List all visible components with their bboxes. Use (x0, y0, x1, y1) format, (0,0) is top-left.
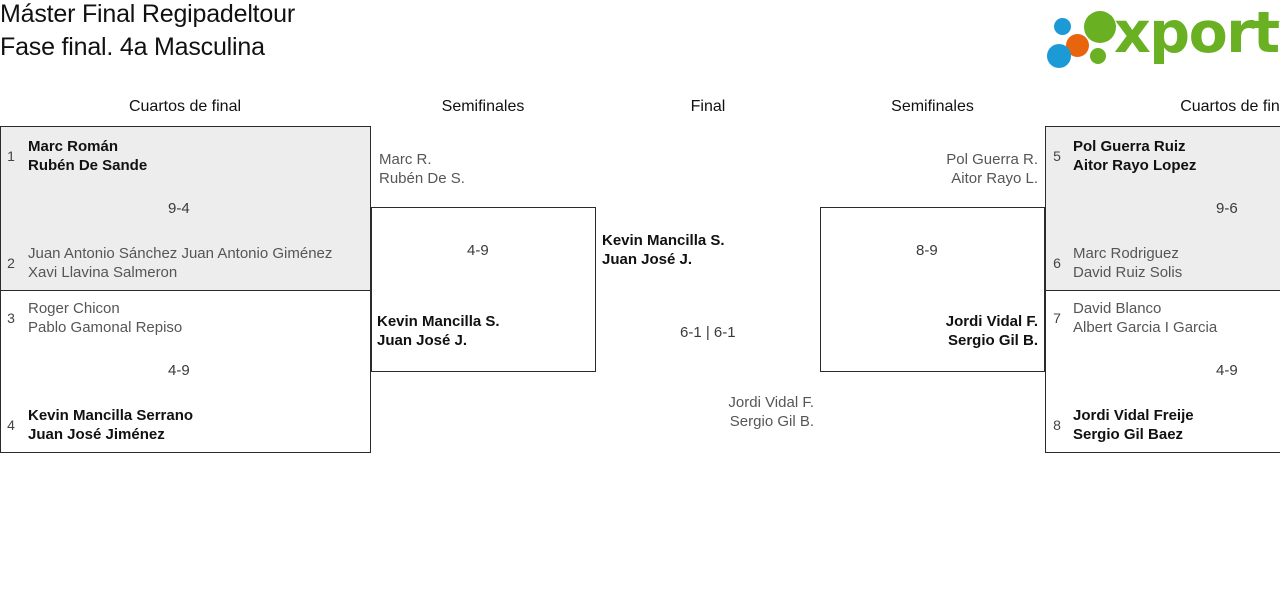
logo-dot-orange-icon (1066, 34, 1089, 57)
team-qf4-bottom-player2: Sergio Gil Baez (1073, 426, 1184, 443)
team-qf2-bottom-player2: Juan José Jiménez (28, 426, 165, 443)
page-title: Máster Final Regipadeltour Fase final. 4… (0, 0, 700, 64)
round-header-quarterfinals-left: Cuartos de final (128, 98, 242, 115)
team-qf4-top: David Blanco Albert Garcia I Garcia (1073, 299, 1217, 337)
team-qf2-top-player1: Roger Chicon (28, 300, 120, 317)
team-qf1-bottom: Juan Antonio Sánchez Juan Antonio Giméne… (28, 244, 332, 282)
match-box-qf2[interactable] (0, 290, 371, 453)
logo-dot-green-small-icon (1090, 48, 1106, 64)
round-header-semifinals-right: Semifinales (891, 98, 974, 115)
team-qf1-bottom-player1: Juan Antonio Sánchez Juan Antonio Giméne… (28, 245, 333, 262)
team-qf3-bottom: Marc Rodriguez David Ruiz Solis (1073, 244, 1182, 282)
team-qf2-bottom-player1: Kevin Mancilla Serrano (28, 407, 194, 424)
seed-number-4: 4 (7, 417, 15, 433)
match-box-qf3[interactable] (1045, 126, 1280, 291)
team-qf3-top-player2: Aitor Rayo Lopez (1073, 157, 1197, 174)
team-qf3-top-player1: Pol Guerra Ruiz (1073, 138, 1186, 155)
match-box-qf1[interactable] (0, 126, 371, 291)
score-semifinal-right: 8-9 (916, 242, 938, 259)
seed-number-6: 6 (1053, 255, 1061, 271)
logo-wordmark: xporty (1114, 0, 1280, 66)
team-final-right: Jordi Vidal F. Sergio Gil B. (612, 393, 814, 431)
score-qf4: 4-9 (1216, 362, 1238, 379)
team-qf4-bottom: Jordi Vidal Freije Sergio Gil Baez (1073, 406, 1194, 444)
team-qf2-bottom: Kevin Mancilla Serrano Juan José Jiménez (28, 406, 193, 444)
logo-dots-icon (1044, 8, 1120, 68)
team-semifinal-right-bottom-player1: Jordi Vidal F. (945, 313, 1038, 330)
team-semifinal-right-top: Pol Guerra R. Aitor Rayo L. (836, 150, 1038, 188)
team-qf1-top-player1: Marc Román (28, 138, 119, 155)
team-final-right-player1: Jordi Vidal F. (728, 394, 814, 411)
score-semifinal-left: 4-9 (467, 242, 489, 259)
page-title-line-2: Fase final. 4a Masculina (0, 33, 265, 61)
team-semifinal-left-top-player2: Rubén De S. (379, 170, 465, 187)
seed-number-2: 2 (7, 255, 15, 271)
team-semifinal-right-bottom-player2: Sergio Gil B. (947, 332, 1038, 349)
round-header-semifinals-left: Semifinales (441, 98, 525, 115)
match-box-semifinal-right[interactable] (820, 207, 1045, 372)
team-qf2-top-player2: Pablo Gamonal Repiso (28, 319, 183, 336)
logo-dot-blue-large-icon (1047, 44, 1071, 68)
team-qf1-top: Marc Román Rubén De Sande (28, 137, 147, 175)
match-box-semifinal-left[interactable] (371, 207, 596, 372)
team-qf4-top-player2: Albert Garcia I Garcia (1073, 319, 1218, 336)
team-semifinal-left-top-player1: Marc R. (379, 151, 432, 168)
team-semifinal-left-bottom-player2: Juan José J. (377, 332, 468, 349)
match-box-qf4[interactable] (1045, 290, 1280, 453)
team-semifinal-left-bottom-player1: Kevin Mancilla S. (377, 313, 500, 330)
score-final: 6-1 | 6-1 (680, 324, 736, 341)
seed-number-1: 1 (7, 148, 15, 164)
team-semifinal-left-bottom: Kevin Mancilla S. Juan José J. (377, 312, 500, 350)
team-qf1-bottom-player2: Xavi Llavina Salmeron (28, 264, 178, 281)
xporty-logo[interactable]: xporty (1044, 2, 1280, 68)
round-header-final: Final (690, 98, 726, 115)
page-title-line-1: Máster Final Regipadeltour (0, 0, 295, 28)
team-semifinal-right-top-player1: Pol Guerra R. (946, 151, 1038, 168)
team-qf3-bottom-player2: David Ruiz Solis (1073, 264, 1183, 281)
round-header-quarterfinals-right: Cuartos de fin (1180, 98, 1280, 115)
team-qf1-top-player2: Rubén De Sande (28, 157, 148, 174)
team-semifinal-right-top-player2: Aitor Rayo L. (951, 170, 1038, 187)
team-qf3-bottom-player1: Marc Rodriguez (1073, 245, 1179, 262)
score-qf3: 9-6 (1216, 200, 1238, 217)
team-final-left-player1: Kevin Mancilla S. (602, 232, 725, 249)
team-qf3-top: Pol Guerra Ruiz Aitor Rayo Lopez (1073, 137, 1196, 175)
seed-number-8: 8 (1053, 417, 1061, 433)
team-final-left-player2: Juan José J. (602, 251, 693, 268)
seed-number-7: 7 (1053, 310, 1061, 326)
team-final-left: Kevin Mancilla S. Juan José J. (602, 231, 725, 269)
team-qf4-top-player1: David Blanco (1073, 300, 1162, 317)
logo-dot-green-large-icon (1084, 11, 1116, 43)
team-qf2-top: Roger Chicon Pablo Gamonal Repiso (28, 299, 182, 337)
seed-number-5: 5 (1053, 148, 1061, 164)
team-final-right-player2: Sergio Gil B. (729, 413, 814, 430)
team-semifinal-right-bottom: Jordi Vidal F. Sergio Gil B. (836, 312, 1038, 350)
score-qf2: 4-9 (168, 362, 190, 379)
team-semifinal-left-top: Marc R. Rubén De S. (379, 150, 465, 188)
team-qf4-bottom-player1: Jordi Vidal Freije (1073, 407, 1194, 424)
seed-number-3: 3 (7, 310, 15, 326)
score-qf1: 9-4 (168, 200, 190, 217)
logo-dot-blue-small-icon (1054, 18, 1071, 35)
